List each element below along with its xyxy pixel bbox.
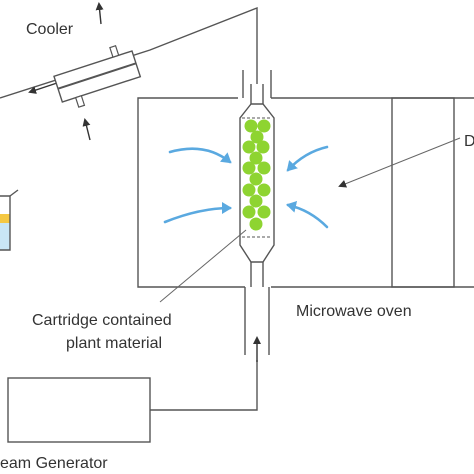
steam-line: [150, 360, 258, 411]
collection-beaker: [0, 189, 19, 251]
plant-material-beads: [242, 119, 271, 231]
steam-generator-label: eam Generator: [0, 455, 108, 472]
cooler-outflow-arrow: [95, 2, 104, 25]
cooler-label: Cooler: [26, 21, 74, 38]
cooler: [53, 45, 142, 108]
cartridge-neck-top: [242, 70, 272, 106]
cartridge-label-line1: Cartridge contained: [32, 312, 172, 329]
cartridge-pointer-line: [159, 229, 247, 303]
pointer-arrow: [338, 137, 461, 188]
oven-door-panel: [391, 97, 455, 288]
steam-generator: [7, 377, 151, 443]
microwave-oven-label: Microwave oven: [296, 303, 412, 320]
right-edge-label-fragment: D: [464, 133, 474, 150]
cartridge: [239, 103, 275, 263]
microwave-oven: [137, 97, 474, 288]
flow-direction-arrow: [28, 81, 61, 94]
cooler-inflow-arrow: [82, 118, 91, 141]
cartridge-neck-bottom: [244, 262, 270, 355]
microwave-arrows: [163, 145, 329, 229]
cartridge-label-line2: plant material: [66, 335, 162, 352]
